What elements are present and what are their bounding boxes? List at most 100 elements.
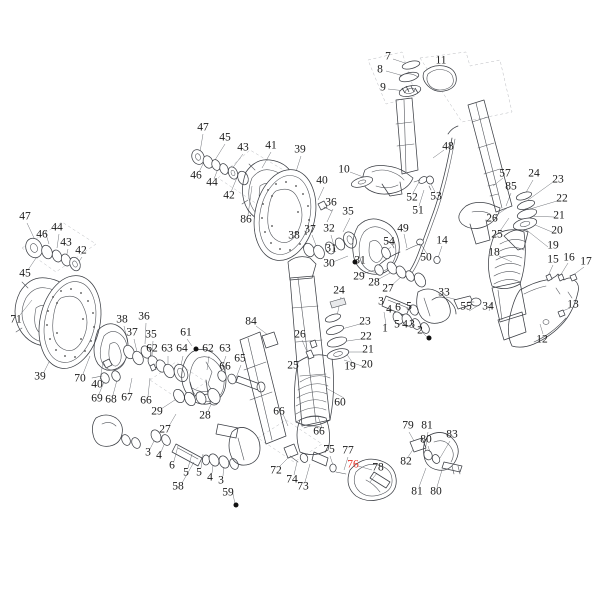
callout-label-3[interactable]: 3: [145, 446, 151, 459]
callout-label-46[interactable]: 46: [36, 228, 48, 241]
callout-label-33[interactable]: 33: [438, 286, 450, 299]
callout-label-66[interactable]: 66: [219, 360, 231, 373]
callout-label-37[interactable]: 37: [304, 223, 316, 236]
callout-label-31[interactable]: 31: [325, 242, 337, 255]
callout-label-39[interactable]: 39: [294, 143, 306, 156]
callout-label-57[interactable]: 57: [499, 167, 511, 180]
callout-label-31[interactable]: 31: [354, 254, 366, 267]
callout-label-74[interactable]: 74: [286, 473, 298, 486]
callout-label-45[interactable]: 45: [219, 131, 231, 144]
callout-label-5[interactable]: 5: [183, 466, 189, 479]
callout-label-81[interactable]: 81: [411, 485, 423, 498]
callout-label-30[interactable]: 30: [323, 257, 335, 270]
callout-label-42[interactable]: 42: [75, 244, 87, 257]
callout-label-38[interactable]: 38: [116, 313, 128, 326]
callout-label-55[interactable]: 55: [460, 300, 472, 313]
callout-label-25[interactable]: 25: [491, 228, 503, 241]
callout-label-44[interactable]: 44: [206, 176, 218, 189]
callout-label-80[interactable]: 80: [420, 433, 432, 446]
callout-label-14[interactable]: 14: [436, 234, 448, 247]
callout-label-86[interactable]: 86: [240, 213, 252, 226]
callout-label-82[interactable]: 82: [400, 455, 412, 468]
callout-label-53[interactable]: 53: [430, 190, 442, 203]
callout-label-77[interactable]: 77: [342, 444, 354, 457]
callout-label-66[interactable]: 66: [273, 405, 285, 418]
callout-label-84[interactable]: 84: [245, 315, 257, 328]
callout-label-62[interactable]: 62: [146, 342, 158, 355]
callout-label-67[interactable]: 67: [121, 391, 133, 404]
callout-label-81[interactable]: 81: [421, 419, 433, 432]
callout-label-54[interactable]: 54: [383, 235, 395, 248]
callout-label-17[interactable]: 17: [580, 255, 592, 268]
callout-label-4[interactable]: 4: [402, 318, 408, 331]
callout-label-1[interactable]: 1: [382, 322, 388, 335]
callout-label-26[interactable]: 26: [486, 212, 498, 225]
callout-label-71[interactable]: 71: [10, 313, 22, 326]
callout-label-8[interactable]: 8: [377, 63, 383, 76]
callout-label-19[interactable]: 19: [547, 239, 559, 252]
callout-label-43[interactable]: 43: [237, 141, 249, 154]
callout-label-52[interactable]: 52: [406, 191, 418, 204]
callout-label-47[interactable]: 47: [19, 210, 31, 223]
callout-label-21[interactable]: 21: [362, 343, 374, 356]
callout-label-29[interactable]: 29: [151, 405, 163, 418]
callout-label-38[interactable]: 38: [288, 229, 300, 242]
callout-label-48[interactable]: 48: [442, 140, 454, 153]
callout-label-32[interactable]: 32: [323, 222, 335, 235]
callout-label-22[interactable]: 22: [360, 330, 372, 343]
callout-label-7[interactable]: 7: [385, 50, 391, 63]
callout-label-27[interactable]: 27: [382, 282, 394, 295]
callout-label-26[interactable]: 26: [294, 328, 306, 341]
callout-label-19[interactable]: 19: [344, 360, 356, 373]
callout-label-65[interactable]: 65: [234, 352, 246, 365]
callout-label-35[interactable]: 35: [145, 328, 157, 341]
callout-label-64[interactable]: 64: [176, 342, 188, 355]
callout-label-80[interactable]: 80: [430, 485, 442, 498]
callout-label-3[interactable]: 3: [409, 318, 415, 331]
callout-label-49[interactable]: 49: [397, 222, 409, 235]
callout-label-9[interactable]: 9: [380, 81, 386, 94]
callout-label-60[interactable]: 60: [334, 396, 346, 409]
callout-label-34[interactable]: 34: [482, 300, 494, 313]
callout-label-50[interactable]: 50: [420, 251, 432, 264]
callout-label-36[interactable]: 36: [325, 196, 337, 209]
callout-label-83[interactable]: 83: [446, 428, 458, 441]
callout-label-5[interactable]: 5: [196, 466, 202, 479]
callout-label-41[interactable]: 41: [265, 139, 277, 152]
callout-label-66[interactable]: 66: [140, 394, 152, 407]
callout-label-44[interactable]: 44: [51, 221, 63, 234]
callout-label-70[interactable]: 70: [74, 372, 86, 385]
callout-label-43[interactable]: 43: [60, 236, 72, 249]
callout-label-15[interactable]: 15: [547, 253, 559, 266]
callout-label-16[interactable]: 16: [563, 251, 575, 264]
callout-label-72[interactable]: 72: [270, 464, 282, 477]
callout-label-85[interactable]: 85: [505, 180, 517, 193]
callout-label-51[interactable]: 51: [412, 204, 424, 217]
callout-label-63[interactable]: 63: [219, 342, 231, 355]
callout-label-3[interactable]: 3: [218, 474, 224, 487]
callout-label-40[interactable]: 40: [316, 174, 328, 187]
callout-label-20[interactable]: 20: [551, 224, 563, 237]
callout-label-18[interactable]: 18: [488, 246, 500, 259]
callout-label-6[interactable]: 6: [395, 301, 401, 314]
callout-label-40[interactable]: 40: [91, 378, 103, 391]
callout-label-4[interactable]: 4: [156, 449, 162, 462]
callout-label-42[interactable]: 42: [223, 189, 235, 202]
callout-label-76-highlighted[interactable]: 76: [347, 458, 359, 471]
callout-label-66[interactable]: 66: [313, 425, 325, 438]
callout-label-28[interactable]: 28: [199, 409, 211, 422]
callout-label-79[interactable]: 79: [402, 419, 414, 432]
callout-label-58[interactable]: 58: [172, 480, 184, 493]
callout-label-13[interactable]: 13: [567, 298, 579, 311]
callout-label-23[interactable]: 23: [552, 173, 564, 186]
callout-label-23[interactable]: 23: [359, 315, 371, 328]
callout-label-4[interactable]: 4: [386, 303, 392, 316]
callout-label-69[interactable]: 69: [91, 392, 103, 405]
callout-label-37[interactable]: 37: [126, 326, 138, 339]
callout-label-22[interactable]: 22: [556, 192, 568, 205]
callout-label-75[interactable]: 75: [323, 443, 335, 456]
callout-label-5[interactable]: 5: [394, 318, 400, 331]
callout-label-24[interactable]: 24: [528, 167, 540, 180]
callout-label-21[interactable]: 21: [553, 209, 565, 222]
callout-label-5[interactable]: 5: [406, 300, 412, 313]
